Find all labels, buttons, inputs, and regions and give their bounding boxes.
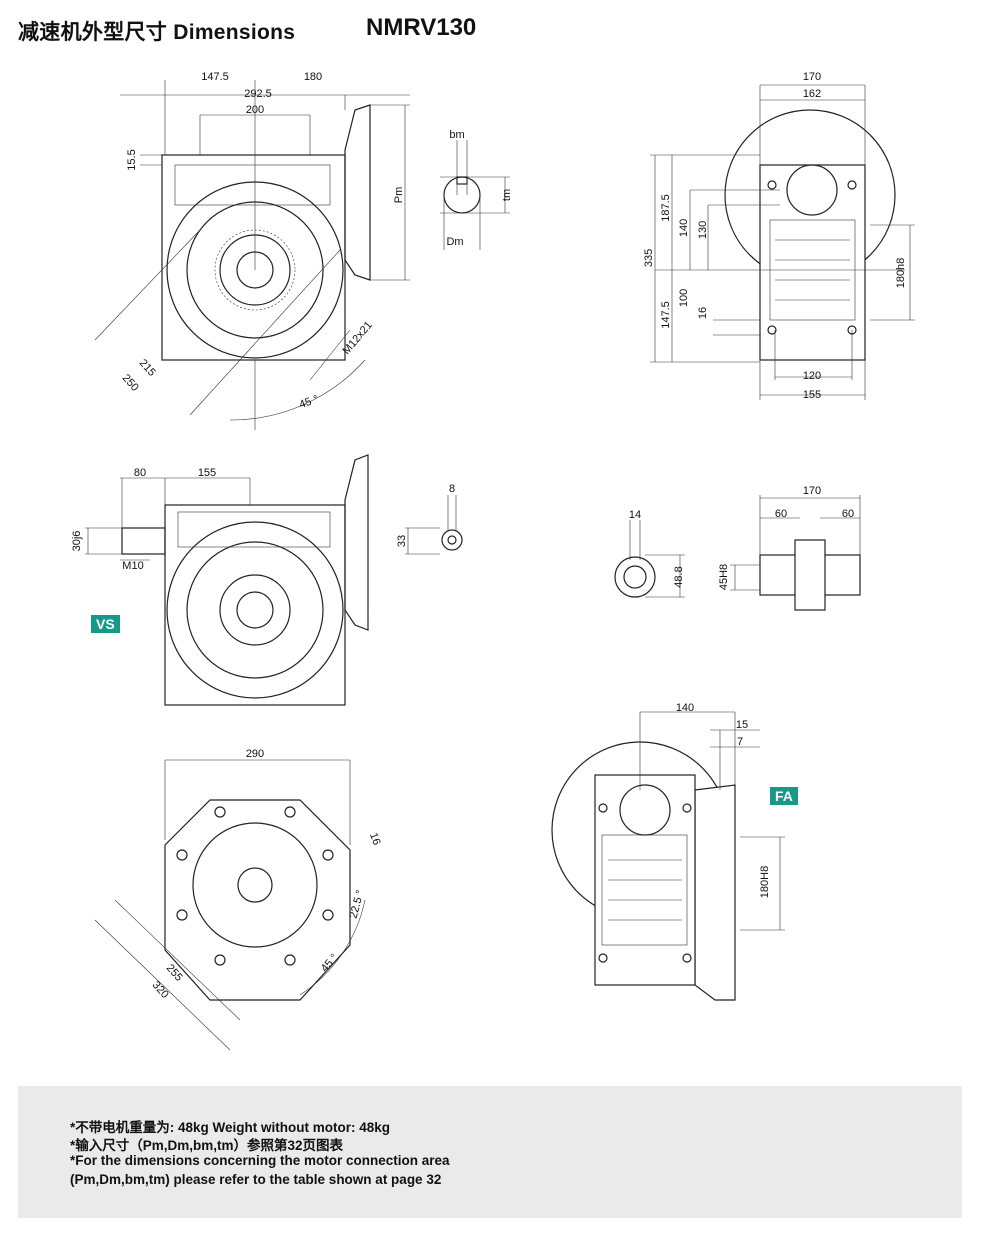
- fa-view: 140 15 7 180H8: [551, 702, 785, 1001]
- dim-170-hollow: 170: [803, 485, 821, 497]
- motor-shaft-detail: bm tm Dm: [440, 129, 513, 250]
- dim-16: 16: [697, 307, 709, 319]
- dim-290: 290: [246, 748, 264, 760]
- dim-16-flange: 16: [367, 831, 382, 847]
- dim-45-deg-flange: 45 °: [319, 952, 341, 975]
- front-view: 147.5 180 292.5 200 15.5 Pm M12x21 215 2…: [94, 71, 410, 430]
- note-input-en-2: (Pm,Dm,bm,tm) please refer to the table …: [70, 1172, 442, 1187]
- dim-180: 180: [304, 71, 322, 83]
- dim-255: 255: [164, 962, 185, 984]
- dim-60-left: 60: [775, 508, 787, 520]
- vs-shaft-detail: 8 33: [396, 483, 463, 555]
- hollow-shaft-detail: 14 48.8 170 60 60 45H8: [614, 485, 861, 611]
- model-name: NMRV130: [366, 14, 477, 41]
- fa-badge: FA: [770, 787, 798, 805]
- dim-100: 100: [678, 289, 690, 307]
- flange-view: 290 16 22.5 ° 45 ° 255 320: [94, 748, 383, 1051]
- dim-m10: M10: [122, 560, 143, 572]
- dim-180h8-fa: 180H8: [759, 866, 771, 898]
- dim-215: 215: [137, 357, 158, 379]
- dim-162: 162: [803, 88, 821, 100]
- dim-8: 8: [449, 483, 455, 495]
- dim-tm: tm: [501, 189, 513, 201]
- dim-60-right: 60: [842, 508, 854, 520]
- dim-170: 170: [803, 71, 821, 83]
- dim-30j6: 30j6: [71, 531, 83, 552]
- dim-292-5: 292.5: [244, 88, 272, 100]
- note-input-cn: *输入尺寸（Pm,Dm,bm,tm）参照第32页图表: [70, 1138, 344, 1153]
- dim-15: 15: [736, 719, 748, 731]
- note-weight: *不带电机重量为: 48kg Weight without motor: 48k…: [70, 1120, 391, 1135]
- dim-15-5: 15.5: [126, 149, 138, 170]
- dim-120: 120: [803, 370, 821, 382]
- dim-155-vs: 155: [198, 467, 216, 479]
- page-title: 减速机外型尺寸 Dimensions: [18, 21, 296, 44]
- dim-45h8: 45H8: [718, 564, 730, 590]
- dim-48-8: 48.8: [673, 566, 685, 587]
- dim-dm: Dm: [446, 236, 463, 248]
- dim-147-5: 147.5: [201, 71, 229, 83]
- note-input-en-1: *For the dimensions concerning the motor…: [70, 1153, 450, 1168]
- dim-45-deg: 45 °: [298, 393, 321, 411]
- dim-80: 80: [134, 467, 146, 479]
- dim-140-fa: 140: [676, 702, 694, 714]
- dim-320: 320: [150, 979, 171, 1001]
- dim-155: 155: [803, 389, 821, 401]
- dim-33: 33: [396, 535, 408, 547]
- dim-200: 200: [246, 104, 264, 116]
- side-view: 170 162 335 187.5 140 130 147.5 100 16 1…: [643, 71, 915, 401]
- dim-250: 250: [120, 372, 141, 394]
- dim-180h8: 180h8: [895, 258, 907, 289]
- vs-view: 80 155 30j6 M10: [71, 454, 369, 706]
- notes-panel: *不带电机重量为: 48kg Weight without motor: 48k…: [18, 1086, 962, 1218]
- dim-pm: Pm: [393, 187, 405, 204]
- dim-bm: bm: [449, 129, 464, 141]
- dim-14: 14: [629, 509, 641, 521]
- vs-badge: VS: [91, 615, 120, 633]
- dim-130: 130: [697, 221, 709, 239]
- dim-335: 335: [643, 249, 655, 267]
- dim-7: 7: [737, 736, 743, 748]
- dim-147-5-low: 147.5: [660, 301, 672, 329]
- dim-m12x21: M12x21: [341, 319, 375, 357]
- dim-140: 140: [678, 219, 690, 237]
- dim-187-5: 187.5: [660, 194, 672, 222]
